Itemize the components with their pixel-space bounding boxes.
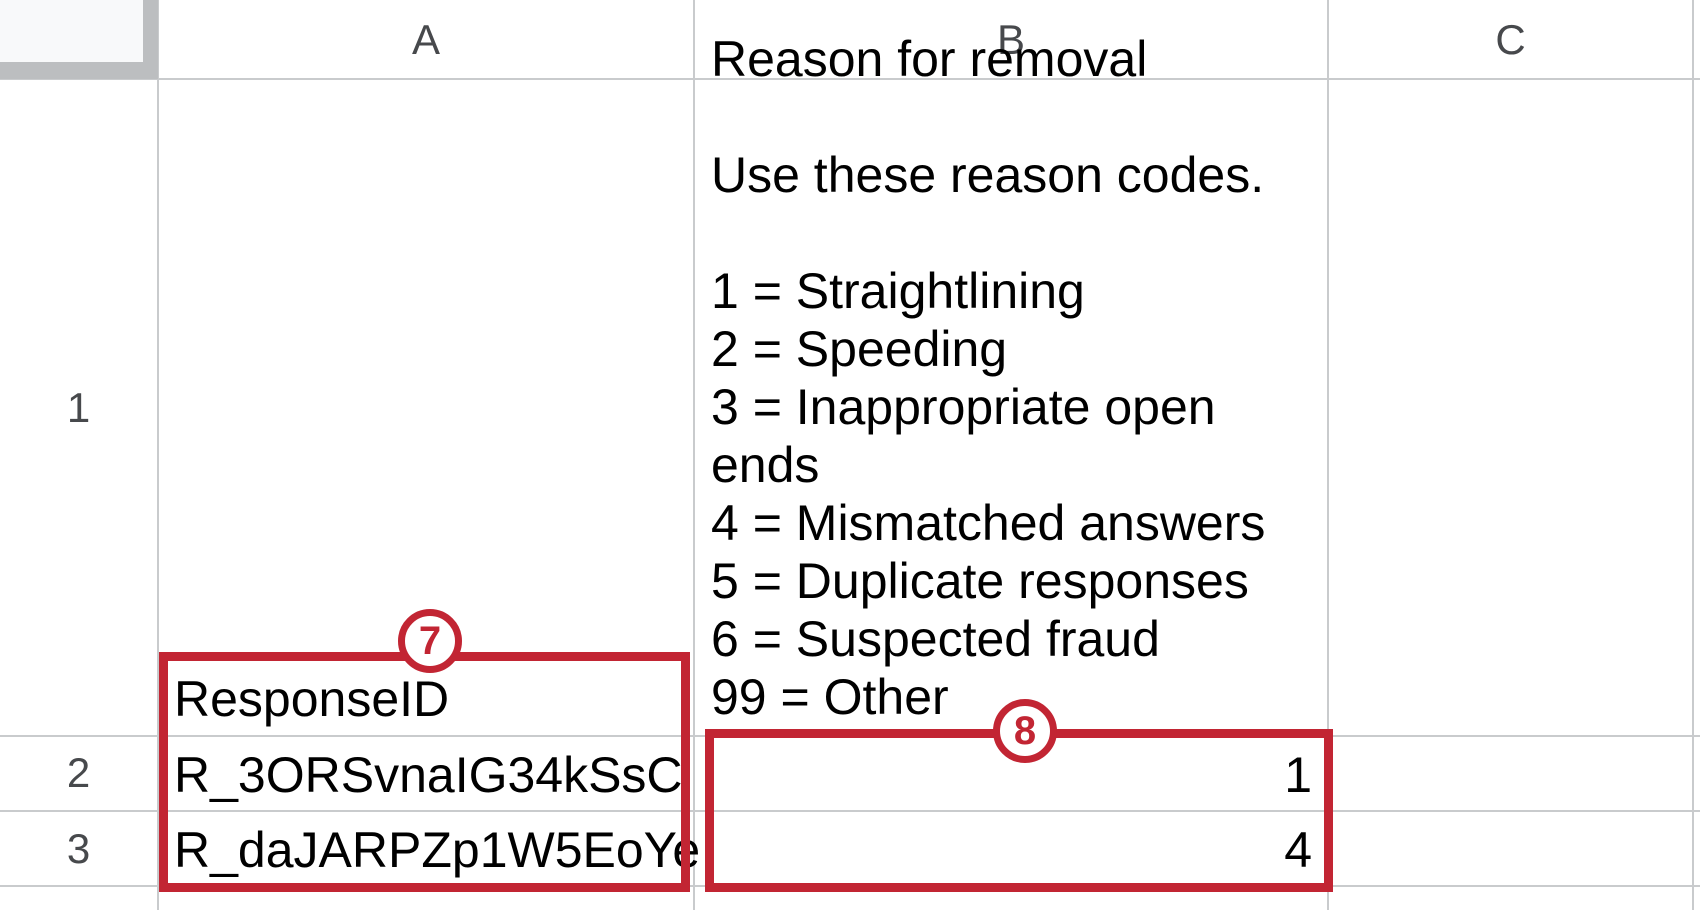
corner-border xyxy=(143,0,158,79)
row-header-label: 1 xyxy=(66,383,91,431)
gridline xyxy=(1327,0,1329,910)
cell-text: R_3ORSvnaIG34kSsC xyxy=(174,747,683,803)
row-header-1[interactable]: 1 xyxy=(0,80,157,735)
gridline xyxy=(0,810,1700,812)
annotation-marker-label: 8 xyxy=(1013,708,1037,753)
annotation-box-7 xyxy=(159,652,690,892)
row-header-3[interactable]: 3 xyxy=(0,812,157,885)
gridline xyxy=(693,0,695,910)
cell-A3[interactable]: R_daJARPZp1W5EoYe xyxy=(159,812,700,885)
cell-A2[interactable]: R_3ORSvnaIG34kSsC xyxy=(159,736,693,810)
annotation-marker-label: 7 xyxy=(418,618,442,663)
row-header-label: 4 xyxy=(67,901,90,910)
cell-B1[interactable]: Reason for removal Use these reason code… xyxy=(695,31,1327,735)
cell-B2[interactable]: 1 xyxy=(695,736,1327,810)
column-header-b[interactable]: B xyxy=(695,0,1327,79)
annotation-marker-7: 7 xyxy=(398,609,462,673)
column-header-c[interactable]: C xyxy=(1329,0,1692,79)
cell-text: ResponseID xyxy=(174,671,450,727)
cell-text: 4 xyxy=(1284,822,1312,878)
cell-text: 1 xyxy=(1284,747,1312,803)
corner-border xyxy=(0,62,158,79)
row-header-2[interactable]: 2 xyxy=(0,736,157,810)
cell-C1[interactable] xyxy=(1329,80,1692,735)
cell-B3[interactable]: 4 xyxy=(695,812,1327,885)
gridline xyxy=(1692,0,1694,910)
gridline xyxy=(157,0,159,910)
annotation-marker-8: 8 xyxy=(993,699,1057,763)
gridline xyxy=(0,78,1700,80)
column-header-label: C xyxy=(1495,15,1526,63)
cell-C3[interactable] xyxy=(1329,812,1692,885)
column-header-a[interactable]: A xyxy=(159,0,693,79)
cell-text: R_daJARPZp1W5EoYe xyxy=(174,822,701,878)
row-header-label: 2 xyxy=(66,749,91,796)
row-header-label: 3 xyxy=(66,824,91,872)
cell-text: Reason for removal Use these reason code… xyxy=(711,31,1266,725)
cell-C2[interactable] xyxy=(1329,736,1692,810)
cell-A1[interactable]: ResponseID xyxy=(159,80,693,735)
select-all-corner[interactable] xyxy=(0,0,143,62)
column-header-label: A xyxy=(411,15,440,63)
row-header-4[interactable]: 4 xyxy=(0,887,157,910)
column-header-label: B xyxy=(996,15,1025,63)
